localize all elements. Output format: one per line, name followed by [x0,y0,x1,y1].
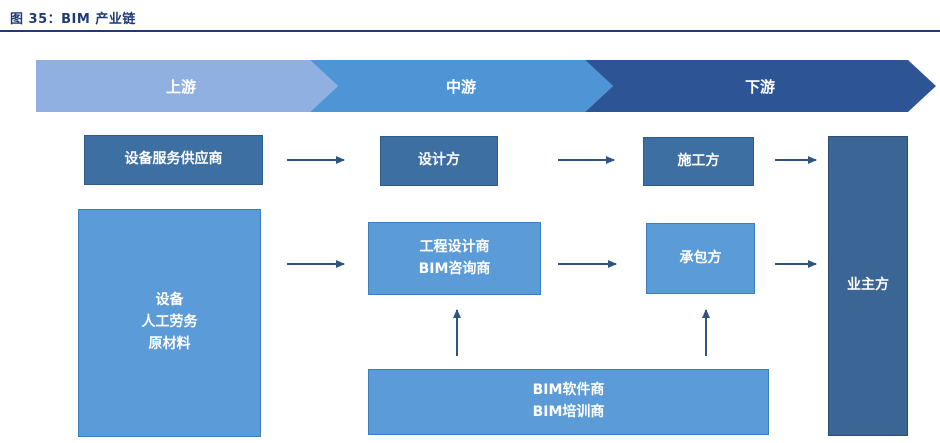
equipment-service-supplier-box: 设备服务供应商 [84,135,263,185]
owner-box: 业主方 [828,136,908,436]
box-line: 承包方 [679,249,722,266]
materials-box: 设备 人工劳务 原材料 [78,209,261,437]
engineering-design-box: 工程设计商 BIM咨询商 [368,222,541,295]
box-line: BIM培训商 [532,404,605,420]
box-line: BIM咨询商 [418,260,491,277]
box-line: 设计方 [418,152,460,169]
stage-upstream-label: 上游 [165,78,196,96]
box-line: 人工劳务 [141,314,198,331]
box-line: 原材料 [148,335,191,352]
box-line: BIM软件商 [532,382,605,399]
stage-midstream-label: 中游 [445,78,476,96]
stage-upstream-chevron [36,60,338,112]
stage-downstream-chevron [585,60,936,112]
title-divider [0,30,940,32]
box-line: 施工方 [677,152,720,169]
box-line: 设备 [155,292,184,309]
stage-downstream-label: 下游 [744,78,775,96]
stage-midstream-chevron [310,60,613,112]
designer-box: 设计方 [380,136,498,186]
box-line: 工程设计商 [419,238,490,255]
constructor-box: 施工方 [643,137,754,186]
box-line: 设备服务供应商 [124,151,223,168]
figure-title: 图 35：BIM 产业链 [10,12,136,27]
software-training-box: BIM软件商 BIM培训商 [368,369,769,435]
contractor-box: 承包方 [646,223,755,294]
box-line: 业主方 [847,277,889,294]
